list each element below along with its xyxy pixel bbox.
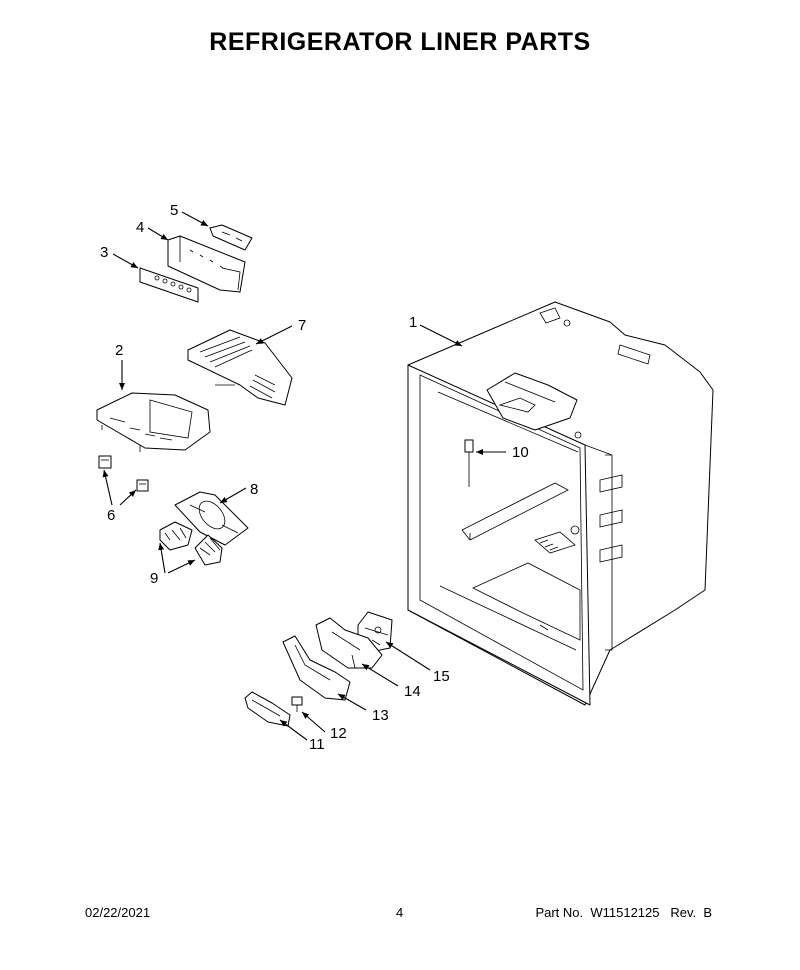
part-8-damper	[174, 491, 249, 546]
callout-14: 14	[404, 683, 421, 700]
page-title: REFRIGERATOR LINER PARTS	[209, 28, 591, 56]
callout-1: 1	[409, 314, 417, 331]
footer-part-number: Part No. W11512125 Rev. B	[535, 905, 712, 920]
liner-part-1	[407, 301, 714, 706]
part-11-trim	[244, 691, 291, 727]
footer-page-number: 4	[396, 905, 404, 920]
part-3-overlay	[139, 267, 199, 303]
callout-12: 12	[330, 725, 347, 742]
part-14-housing	[315, 617, 383, 669]
part-6-clips	[98, 455, 149, 492]
callout-4: 4	[136, 219, 144, 236]
part-13-cover	[282, 635, 351, 701]
callout-9: 9	[150, 570, 158, 587]
part-10-sensor	[464, 439, 474, 487]
part-5-bracket	[209, 224, 253, 251]
part-12-screw	[291, 696, 303, 712]
callout-2: 2	[115, 342, 123, 359]
callout-5: 5	[170, 202, 178, 219]
callout-7: 7	[298, 317, 306, 334]
part-9-knobs	[159, 521, 223, 566]
footer-date: 02/22/2021	[85, 905, 151, 920]
part-2-shroud	[96, 392, 211, 452]
callout-6: 6	[107, 507, 115, 524]
part-7-cover	[187, 329, 293, 406]
callout-15: 15	[433, 668, 450, 685]
callout-11: 11	[309, 736, 325, 753]
callout-8: 8	[250, 481, 258, 498]
callout-10: 10	[512, 444, 529, 461]
callout-3: 3	[100, 244, 108, 261]
callout-13: 13	[372, 707, 389, 724]
leader-arrows	[102, 211, 506, 741]
part-4-housing	[167, 235, 246, 293]
